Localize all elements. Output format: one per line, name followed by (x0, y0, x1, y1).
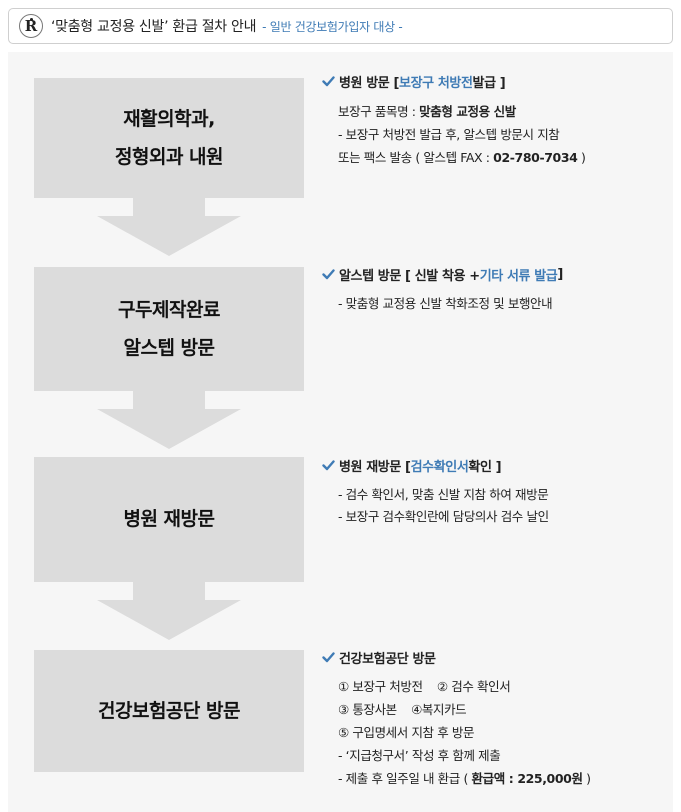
detail-line: - 보장구 처방전 발급 후, 알스텝 방문시 지참 (338, 127, 560, 142)
step-desc-hospital-revisit: 병원 재방문 [ 검수확인서 확인 ] - 검수 확인서, 맞춤 신발 지참 하… (322, 456, 672, 536)
detail-line: - ‘지급청구서’ 작성 후 함께 제출 (338, 748, 501, 763)
step-box-line: 알스텝 방문 (123, 336, 215, 359)
step-desc-clinic: 병원 방문 [ 보장구 처방전 발급 ] 보장구 품목명 : 맞춤형 교정용 신… (322, 72, 672, 192)
step-box-line: 재활의학과, (123, 107, 215, 130)
heading-highlight: 보장구 처방전 (399, 75, 473, 91)
page-subtitle: - 일반 건강보험가입자 대상 - (262, 19, 403, 34)
checkmark-icon (322, 459, 335, 470)
detail-line: - 보장구 검수확인란에 담당의사 검수 날인 (338, 509, 549, 524)
step-box-hospital-revisit: 병원 재방문 (34, 457, 304, 582)
fax-number: 02-780-7034 (493, 150, 578, 165)
step-box-shoe-complete: 구두제작완료 알스텝 방문 (34, 267, 304, 391)
step-heading: 병원 재방문 [ 검수확인서 확인 ] (322, 456, 672, 475)
checkmark-icon (322, 651, 335, 662)
detail-line: - 맞춤형 교정용 신발 착화조정 및 보행안내 (338, 296, 553, 311)
step-heading: 병원 방문 [ 보장구 처방전 발급 ] (322, 72, 672, 91)
detail-line: - 검수 확인서, 맞춤 신발 지참 하여 재방문 (338, 487, 549, 502)
step-heading: 알스텝 방문 [ 신발 착용 + 기타 서류 발급 ] (322, 265, 672, 284)
step-box-line: 정형외과 내원 (115, 145, 224, 168)
checkmark-icon (322, 268, 335, 279)
heading-highlight: 기타 서류 발급 (479, 268, 558, 284)
fax-line: 또는 팩스 발송 ( 알스텝 FAX : 02-780-7034 ) (338, 150, 586, 165)
document-list-line: ① 보장구 처방전 ② 검수 확인서 (338, 679, 511, 694)
step-heading: 건강보험공단 방문 (322, 648, 672, 667)
procedure-panel: 재활의학과, 정형외과 내원 병원 방문 [ 보장구 처방전 발급 ] 보장구 … (8, 52, 673, 812)
step-box-clinic: 재활의학과, 정형외과 내원 (34, 78, 304, 198)
title-bar: R ‘맞춤형 교정용 신발’ 환급 절차 안내 - 일반 건강보험가입자 대상 … (8, 8, 673, 44)
item-name-line: 보장구 품목명 : 맞춤형 교정용 신발 (338, 104, 516, 119)
down-arrow-icon (97, 391, 241, 449)
item-name-value: 맞춤형 교정용 신발 (419, 104, 516, 119)
down-arrow-icon (97, 582, 241, 640)
down-arrow-icon (97, 198, 241, 256)
step-box-line: 구두제작완료 (118, 298, 220, 321)
logo-dot (30, 18, 33, 21)
step-desc-nhis-visit: 건강보험공단 방문 ① 보장구 처방전 ② 검수 확인서 ③ 통장사본 ④복지카… (322, 648, 672, 788)
heading-highlight: 검수확인서 (410, 459, 469, 475)
step-box-line: 건강보험공단 방문 (98, 699, 240, 722)
refund-amount: 환급액 : 225,000원 (471, 771, 583, 786)
refund-line: - 제출 후 일주일 내 환급 ( 환급액 : 225,000원 ) (338, 771, 591, 786)
r-logo-icon: R (19, 14, 43, 38)
page-title: ‘맞춤형 교정용 신발’ 환급 절차 안내 (51, 19, 257, 35)
document-list-line: ⑤ 구입명세서 지참 후 방문 (338, 725, 475, 740)
document-list-line: ③ 통장사본 ④복지카드 (338, 702, 467, 717)
step-box-line: 병원 재방문 (123, 508, 215, 530)
step-desc-alstep-visit: 알스텝 방문 [ 신발 착용 + 기타 서류 발급 ] - 맞춤형 교정용 신발… (322, 265, 672, 325)
checkmark-icon (322, 75, 335, 86)
logo-letter: R (24, 17, 38, 35)
step-box-nhis-visit: 건강보험공단 방문 (34, 650, 304, 772)
